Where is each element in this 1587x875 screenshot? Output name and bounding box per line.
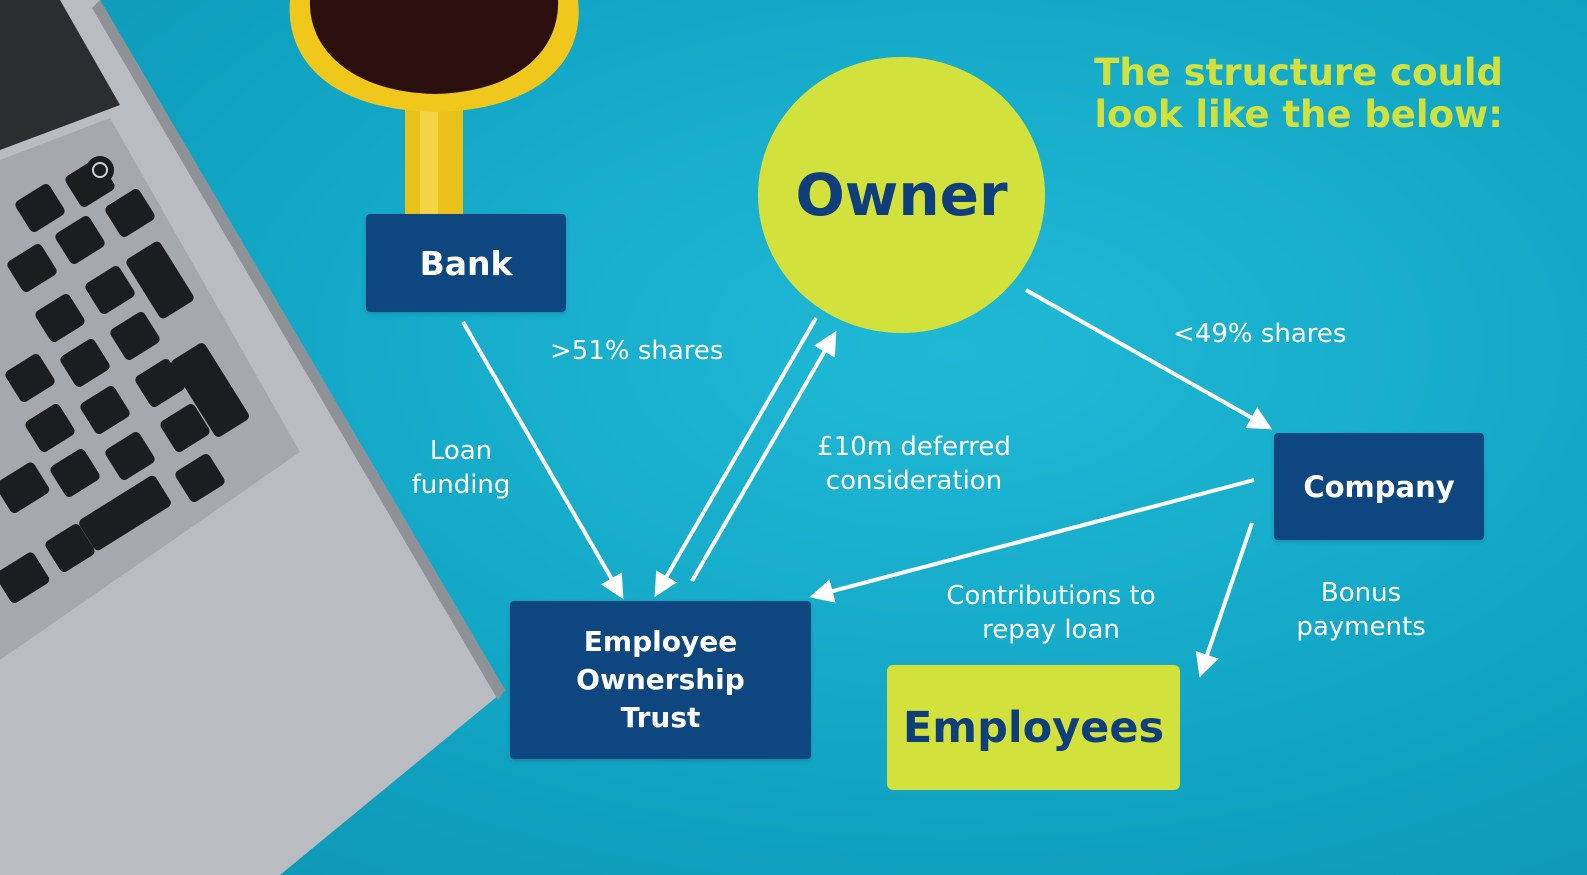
arrow-owner-to-company bbox=[1025, 288, 1273, 430]
label-loan-funding-line-2: funding bbox=[411, 470, 511, 500]
label-loan-funding: Loan funding bbox=[405, 434, 517, 502]
owner-node: Owner bbox=[758, 57, 1045, 333]
arrow-eot-to-owner bbox=[690, 330, 837, 582]
arrow-bank-to-eot bbox=[461, 320, 624, 600]
label-bonus-line-1: Bonus bbox=[1320, 578, 1402, 608]
label-loan-funding-line-1: Loan bbox=[429, 436, 493, 466]
label-contributions: Contributions to repay loan bbox=[940, 579, 1162, 647]
arrow-owner-to-eot bbox=[654, 316, 818, 598]
headline-line-2: look like the below: bbox=[1094, 93, 1503, 136]
employees-node: Employees bbox=[887, 665, 1180, 790]
eot-line-3: Trust bbox=[620, 701, 701, 734]
label-bonus-payments: Bonus payments bbox=[1290, 576, 1432, 644]
employee-ownership-trust-node: Employee Ownership Trust bbox=[510, 601, 811, 759]
label-deferred-line-1: £10m deferred bbox=[817, 432, 1011, 462]
label-contributions-line-1: Contributions to bbox=[946, 581, 1156, 611]
label-deferred-line-2: consideration bbox=[825, 466, 1003, 496]
headline-line-1: The structure could bbox=[1094, 51, 1503, 94]
label-contributions-line-2: repay loan bbox=[982, 615, 1120, 645]
headline: The structure could look like the below: bbox=[1094, 52, 1503, 136]
label-shares-eot: >51% shares bbox=[550, 336, 724, 366]
label-shares-company: <49% shares bbox=[1173, 319, 1347, 349]
eot-line-1: Employee bbox=[583, 625, 738, 658]
laptop-keyboard-photo bbox=[0, 0, 505, 875]
label-bonus-line-2: payments bbox=[1296, 612, 1426, 642]
eot-line-2: Ownership bbox=[576, 663, 745, 696]
company-node: Company bbox=[1274, 433, 1484, 540]
arrow-company-to-employees bbox=[1195, 522, 1254, 678]
coffee-mug-photo bbox=[289, 0, 579, 220]
arrow-company-to-eot bbox=[809, 478, 1255, 603]
label-deferred-consideration: £10m deferred consideration bbox=[808, 430, 1020, 498]
bank-node: Bank bbox=[366, 214, 566, 312]
